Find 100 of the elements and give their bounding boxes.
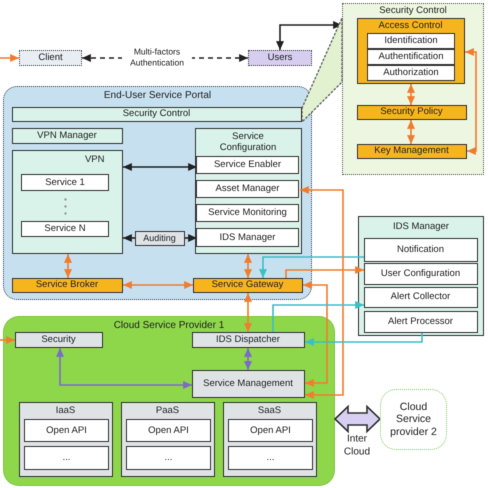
group-title: IDS Manager bbox=[393, 221, 449, 232]
module-box bbox=[24, 419, 109, 442]
group-title: IaaS bbox=[56, 404, 76, 416]
module-label: User Configuration bbox=[380, 268, 460, 280]
group-title: Cloud Service Provider 1 bbox=[114, 320, 224, 332]
module-label: Client bbox=[38, 52, 63, 64]
module-label: Open API bbox=[250, 424, 291, 436]
module-box bbox=[356, 104, 466, 120]
module-label: IDS Dispatcher bbox=[216, 334, 280, 346]
group-title: Security Control bbox=[379, 5, 447, 16]
security-control-panel bbox=[342, 3, 484, 175]
group-box bbox=[358, 216, 484, 336]
connector-arrow bbox=[285, 266, 364, 278]
callout-wedge bbox=[301, 17, 343, 124]
double-block-arrow bbox=[334, 404, 382, 434]
module-box bbox=[228, 446, 313, 470]
client-box bbox=[19, 50, 82, 66]
connector-arrow bbox=[244, 348, 252, 370]
edge-label: Multi-factors Authentication bbox=[122, 46, 192, 68]
group-box bbox=[12, 150, 122, 254]
module-label: Service Broker bbox=[36, 279, 98, 291]
module-label: Auditing bbox=[143, 232, 176, 244]
module-label: Cloud Service provider 2 bbox=[389, 400, 438, 438]
module-box bbox=[21, 221, 109, 237]
module-label: Security Policy bbox=[380, 106, 443, 118]
portal-region bbox=[3, 86, 312, 300]
connector-arrow bbox=[303, 281, 328, 387]
group-box bbox=[222, 402, 316, 476]
module-box bbox=[364, 310, 478, 332]
module-label: Open API bbox=[46, 424, 87, 436]
module-box bbox=[367, 49, 455, 65]
module-label: VPN Manager bbox=[37, 130, 97, 142]
module-box bbox=[196, 180, 299, 198]
module-label: Service 1 bbox=[45, 176, 85, 188]
module-box bbox=[196, 204, 299, 222]
module-box bbox=[134, 230, 184, 246]
users-box bbox=[248, 50, 312, 66]
group-title: Service Configuration bbox=[218, 130, 278, 154]
module-label: Service N bbox=[44, 223, 86, 235]
module-label: Security Control bbox=[122, 108, 190, 120]
module-label: ... bbox=[266, 452, 274, 464]
connector-arrow bbox=[244, 293, 252, 332]
module-label: Open API bbox=[148, 424, 189, 436]
group-title: VPN bbox=[84, 154, 104, 165]
group-title: Access Control bbox=[378, 20, 442, 31]
module-label: Security bbox=[41, 334, 76, 346]
module-box bbox=[364, 238, 478, 262]
connector-arrow bbox=[123, 163, 197, 171]
group-box bbox=[120, 402, 214, 476]
module-label: Authentification bbox=[378, 51, 444, 63]
module-box bbox=[364, 286, 478, 308]
module-label: Asset Manager bbox=[216, 183, 280, 195]
module-box bbox=[192, 332, 304, 348]
module-box bbox=[126, 446, 211, 470]
module-box bbox=[192, 278, 302, 292]
group-box bbox=[18, 402, 112, 476]
module-box bbox=[196, 228, 299, 247]
connector-arrow bbox=[407, 120, 415, 144]
group-title: SaaS bbox=[258, 404, 282, 416]
module-label: Identification bbox=[384, 35, 438, 47]
module-box bbox=[12, 128, 122, 144]
connector-arrow bbox=[185, 234, 197, 242]
module-label: Users bbox=[268, 52, 292, 64]
module-label: Service Gateway bbox=[212, 279, 284, 291]
module-label: ... bbox=[164, 452, 172, 464]
module-box bbox=[192, 370, 304, 398]
module-label: Key Management bbox=[374, 145, 449, 157]
connector-arrow bbox=[0, 336, 15, 344]
connector-arrow bbox=[244, 254, 252, 278]
connector-arrow bbox=[407, 84, 415, 105]
connector-arrow bbox=[259, 256, 364, 278]
connector-arrow bbox=[123, 234, 135, 242]
module-label: Service Enabler bbox=[214, 159, 282, 171]
module-box bbox=[367, 33, 455, 49]
connector-arrow bbox=[64, 254, 72, 278]
module-label: Alert Processor bbox=[388, 316, 453, 328]
cloud-region bbox=[380, 389, 447, 450]
module-label: Service Management bbox=[203, 378, 293, 390]
module-label: Authorization bbox=[383, 67, 439, 79]
module-box bbox=[12, 106, 302, 122]
connector-arrow bbox=[56, 348, 192, 389]
module-box bbox=[367, 65, 455, 81]
module-box bbox=[126, 419, 211, 442]
access-control-box bbox=[356, 18, 464, 84]
provider-region bbox=[3, 316, 335, 486]
connector-arrow bbox=[305, 333, 423, 346]
module-label: Alert Collector bbox=[390, 291, 450, 303]
connector-arrow bbox=[272, 301, 364, 332]
module-label: IDS Manager bbox=[220, 232, 276, 244]
connector-arrow bbox=[465, 48, 477, 155]
connector-arrow bbox=[300, 186, 344, 399]
module-box bbox=[12, 278, 122, 292]
module-box bbox=[228, 419, 313, 442]
module-box bbox=[14, 332, 102, 348]
module-label: ... bbox=[62, 452, 70, 464]
connector-arrow bbox=[123, 281, 193, 289]
module-box bbox=[21, 174, 109, 191]
module-box bbox=[356, 144, 466, 158]
group-title: End-User Service Portal bbox=[104, 90, 212, 102]
connector-arrow bbox=[0, 54, 19, 62]
